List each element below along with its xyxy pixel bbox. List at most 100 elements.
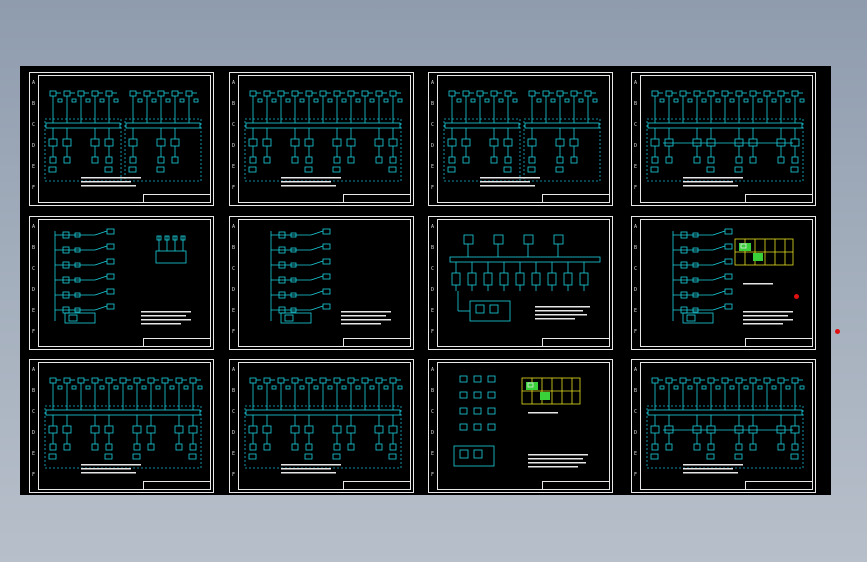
zone-letter: B [430, 101, 434, 107]
cad-drawing-canvas[interactable]: A B C D E F A B C D E F A B C D E F A B C D E F A B C D E F A B C D E F A B C D… [20, 66, 831, 495]
wiring-diagram [443, 90, 601, 187]
zone-letter: C [231, 409, 235, 415]
zone-letter: D [430, 143, 434, 149]
sheet-border [29, 359, 214, 493]
sheet-border [428, 216, 613, 350]
sheet-inner-border [437, 75, 610, 203]
zone-letter: D [633, 430, 637, 436]
zone-letter: C [633, 409, 637, 415]
red-marker [835, 329, 840, 334]
sheet-inner-border [38, 219, 211, 347]
wiring-diagram [646, 90, 805, 187]
title-block [542, 194, 610, 203]
zone-letter: D [231, 287, 235, 293]
sheet-border [428, 72, 613, 206]
sheet-inner-border [437, 362, 610, 490]
zone-letter: B [31, 245, 35, 251]
title-block [343, 338, 411, 347]
zone-letter: D [31, 430, 35, 436]
zone-letter: D [430, 287, 434, 293]
sheet-border [631, 72, 816, 206]
zone-letter: C [633, 122, 637, 128]
sheet-border [229, 216, 414, 350]
zone-letter: F [430, 185, 434, 191]
zone-letter: C [31, 122, 35, 128]
zone-letter: C [430, 122, 434, 128]
zone-letter: B [430, 245, 434, 251]
sheet-border [631, 216, 816, 350]
zone-letter: A [31, 224, 35, 230]
zone-letter: D [430, 430, 434, 436]
zone-letter: A [231, 224, 235, 230]
zone-letter: F [633, 185, 637, 191]
zone-letter: A [31, 80, 35, 86]
sheet-inner-border [640, 219, 813, 347]
zone-letter: B [633, 101, 637, 107]
zone-letter: D [31, 287, 35, 293]
zone-letter: B [231, 101, 235, 107]
zone-letter: E [633, 164, 637, 170]
zone-letter: C [231, 266, 235, 272]
zone-letter: D [231, 143, 235, 149]
zone-letter: A [31, 367, 35, 373]
zone-letter: D [231, 430, 235, 436]
zone-letter: E [231, 308, 235, 314]
zone-letter: F [31, 185, 35, 191]
zone-letter: B [231, 245, 235, 251]
title-block [143, 338, 211, 347]
zone-letter: A [430, 224, 434, 230]
sheet-inner-border [238, 219, 411, 347]
title-block [343, 481, 411, 490]
title-block [745, 481, 813, 490]
zone-letter: A [633, 367, 637, 373]
zone-letter: C [430, 409, 434, 415]
zone-letter: E [633, 308, 637, 314]
zone-letter: B [31, 101, 35, 107]
zone-letter: C [430, 266, 434, 272]
zone-letter: F [31, 329, 35, 335]
zone-letter: D [633, 143, 637, 149]
sheet-border [229, 359, 414, 493]
zone-letter: A [231, 367, 235, 373]
zone-letter: F [231, 185, 235, 191]
wiring-diagram [54, 228, 191, 325]
zone-letter: E [430, 308, 434, 314]
sheet-inner-border [640, 362, 813, 490]
wiring-diagram [646, 377, 805, 474]
zone-letter: E [31, 164, 35, 170]
zone-letter: D [633, 287, 637, 293]
zone-letter: B [633, 245, 637, 251]
red-marker [794, 294, 799, 299]
zone-letter: F [430, 472, 434, 478]
zone-letter: C [31, 266, 35, 272]
sheet-border [29, 216, 214, 350]
zone-letter: F [31, 472, 35, 478]
wiring-diagram [244, 90, 403, 187]
title-block [745, 338, 813, 347]
sheet-inner-border [38, 362, 211, 490]
zone-letter: B [430, 388, 434, 394]
zone-letter: C [231, 122, 235, 128]
wiring-diagram [44, 377, 203, 474]
zone-letter: E [31, 451, 35, 457]
zone-letter: A [633, 224, 637, 230]
